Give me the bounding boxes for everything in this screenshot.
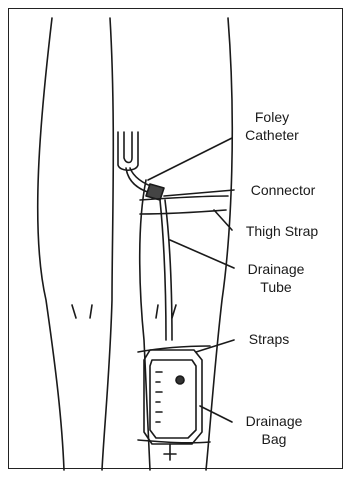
leader-foley [148, 138, 232, 180]
catheter-tip [124, 132, 132, 163]
drainage-bag [144, 350, 202, 444]
catheter-insertion [118, 132, 138, 170]
label-straps: Straps [236, 330, 302, 348]
label-foley-line1: Foley [232, 108, 312, 126]
right-leg-outer [206, 18, 232, 470]
label-drainage-tube-line1: Drainage [236, 260, 316, 278]
label-foley-line2: Catheter [232, 126, 312, 144]
label-thigh-strap: Thigh Strap [232, 222, 332, 240]
bag-inlet [176, 376, 184, 384]
leader-connector [164, 190, 234, 196]
left-leg-outer [38, 18, 64, 470]
bag-graduations [156, 372, 162, 422]
label-drainage-bag-line1: Drainage [234, 412, 314, 430]
right-leg-inner [140, 180, 150, 470]
left-knee-mark [72, 305, 92, 318]
thigh-strap-bottom [140, 210, 226, 214]
label-drainage-tube-line2: Tube [236, 278, 316, 296]
label-drainage-bag-line2: Bag [234, 430, 314, 448]
left-leg-inner [102, 18, 113, 470]
label-drainage-bag: Drainage Bag [234, 412, 314, 448]
label-foley-catheter: Foley Catheter [232, 108, 312, 144]
connector [146, 184, 164, 200]
bag-outlet [164, 444, 176, 460]
drainage-tube-left [160, 200, 166, 340]
label-connector: Connector [238, 181, 328, 199]
leader-drainage-tube [170, 240, 234, 268]
label-drainage-tube: Drainage Tube [236, 260, 316, 296]
leader-drainage-bag [200, 406, 232, 422]
